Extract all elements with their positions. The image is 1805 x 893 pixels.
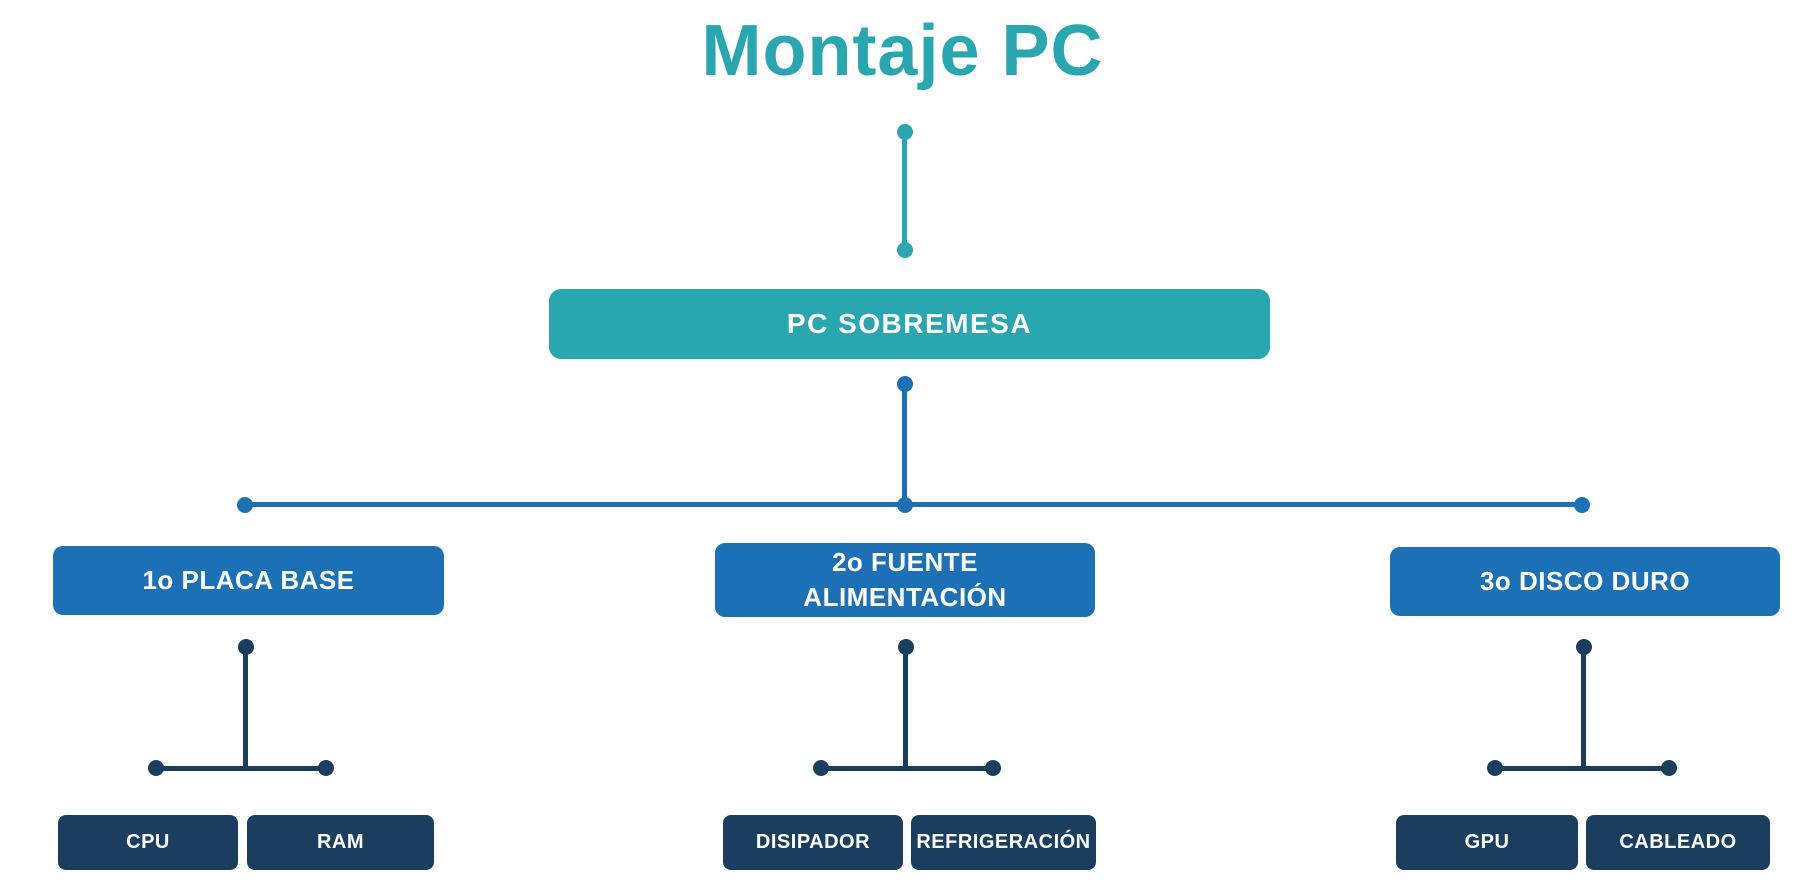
- connector-dot: [148, 760, 164, 776]
- connector-dot: [1661, 760, 1677, 776]
- root-node-label: PC SOBREMESA: [786, 308, 1033, 339]
- leaf-node-label: CPU: [126, 831, 170, 853]
- caret-down-icon: [239, 615, 258, 623]
- connector-line-branch-bus: [245, 502, 1582, 507]
- connector-line-disco-bus: [1495, 766, 1669, 771]
- caret-down-icon: [1576, 616, 1594, 624]
- branch-node-label: 2o FUENTE ALIMENTACIÓN: [803, 547, 1007, 612]
- connector-line-title-root: [902, 132, 907, 250]
- caret-up-icon: [1576, 539, 1594, 547]
- caret-up-icon: [1669, 807, 1687, 815]
- leaf-node-label: CABLEADO: [1619, 831, 1737, 853]
- connector-dot: [897, 497, 913, 513]
- connector-line-disco-children: [1581, 647, 1586, 768]
- connector-dot: [813, 760, 829, 776]
- connector-dot: [985, 760, 1001, 776]
- connector-dot: [1487, 760, 1503, 776]
- leaf-node-disipador[interactable]: DISIPADOR: [723, 807, 903, 878]
- caret-up-icon: [994, 807, 1013, 815]
- leaf-node-label: GPU: [1464, 831, 1510, 853]
- caret-down-icon: [1478, 870, 1496, 878]
- caret-down-icon: [139, 870, 157, 878]
- caret-down-icon: [331, 870, 350, 878]
- connector-line-fuente-bus: [821, 766, 993, 771]
- caret-up-icon: [1478, 807, 1496, 815]
- connector-dot: [237, 497, 253, 513]
- caret-down-icon: [804, 870, 822, 878]
- branch-node-fuente-alimentacion[interactable]: 2o FUENTE ALIMENTACIÓN: [715, 535, 1095, 625]
- caret-up-icon: [239, 538, 258, 546]
- caret-up-icon: [804, 807, 822, 815]
- leaf-node-ram[interactable]: RAM: [247, 807, 434, 878]
- leaf-node-cpu[interactable]: CPU: [58, 807, 238, 878]
- branch-node-placa-base[interactable]: 1o PLACA BASE: [53, 538, 444, 623]
- leaf-node-label: RAM: [316, 831, 365, 853]
- branch-node-label: 3o DISCO DURO: [1479, 566, 1691, 596]
- page-title: Montaje PC: [701, 11, 1104, 91]
- leaf-node-cableado[interactable]: CABLEADO: [1586, 807, 1770, 878]
- leaf-node-label: DISIPADOR: [755, 831, 871, 853]
- leaf-node-gpu[interactable]: GPU: [1396, 807, 1578, 878]
- root-node-pc-sobremesa[interactable]: PC SOBREMESA: [549, 289, 1270, 359]
- connector-dot: [1574, 497, 1590, 513]
- connector-dot: [318, 760, 334, 776]
- branch-node-disco-duro[interactable]: 3o DISCO DURO: [1390, 539, 1780, 624]
- branch-node-label: 1o PLACA BASE: [142, 565, 355, 595]
- connector-line-root-branches: [902, 384, 907, 505]
- connector-line-placa-children: [243, 647, 248, 768]
- leaf-node-refrigeracion[interactable]: REFRIGERACIÓN: [911, 807, 1096, 878]
- caret-up-icon: [331, 807, 350, 815]
- caret-up-icon: [139, 807, 157, 815]
- caret-down-icon: [994, 870, 1013, 878]
- leaf-node-label: REFRIGERACIÓN: [916, 831, 1091, 853]
- connector-line-placa-bus: [156, 766, 326, 771]
- caret-down-icon: [1669, 870, 1687, 878]
- caret-up-icon: [896, 535, 914, 543]
- connector-dot: [897, 242, 913, 258]
- connector-line-fuente-children: [903, 647, 908, 768]
- caret-down-icon: [896, 617, 914, 625]
